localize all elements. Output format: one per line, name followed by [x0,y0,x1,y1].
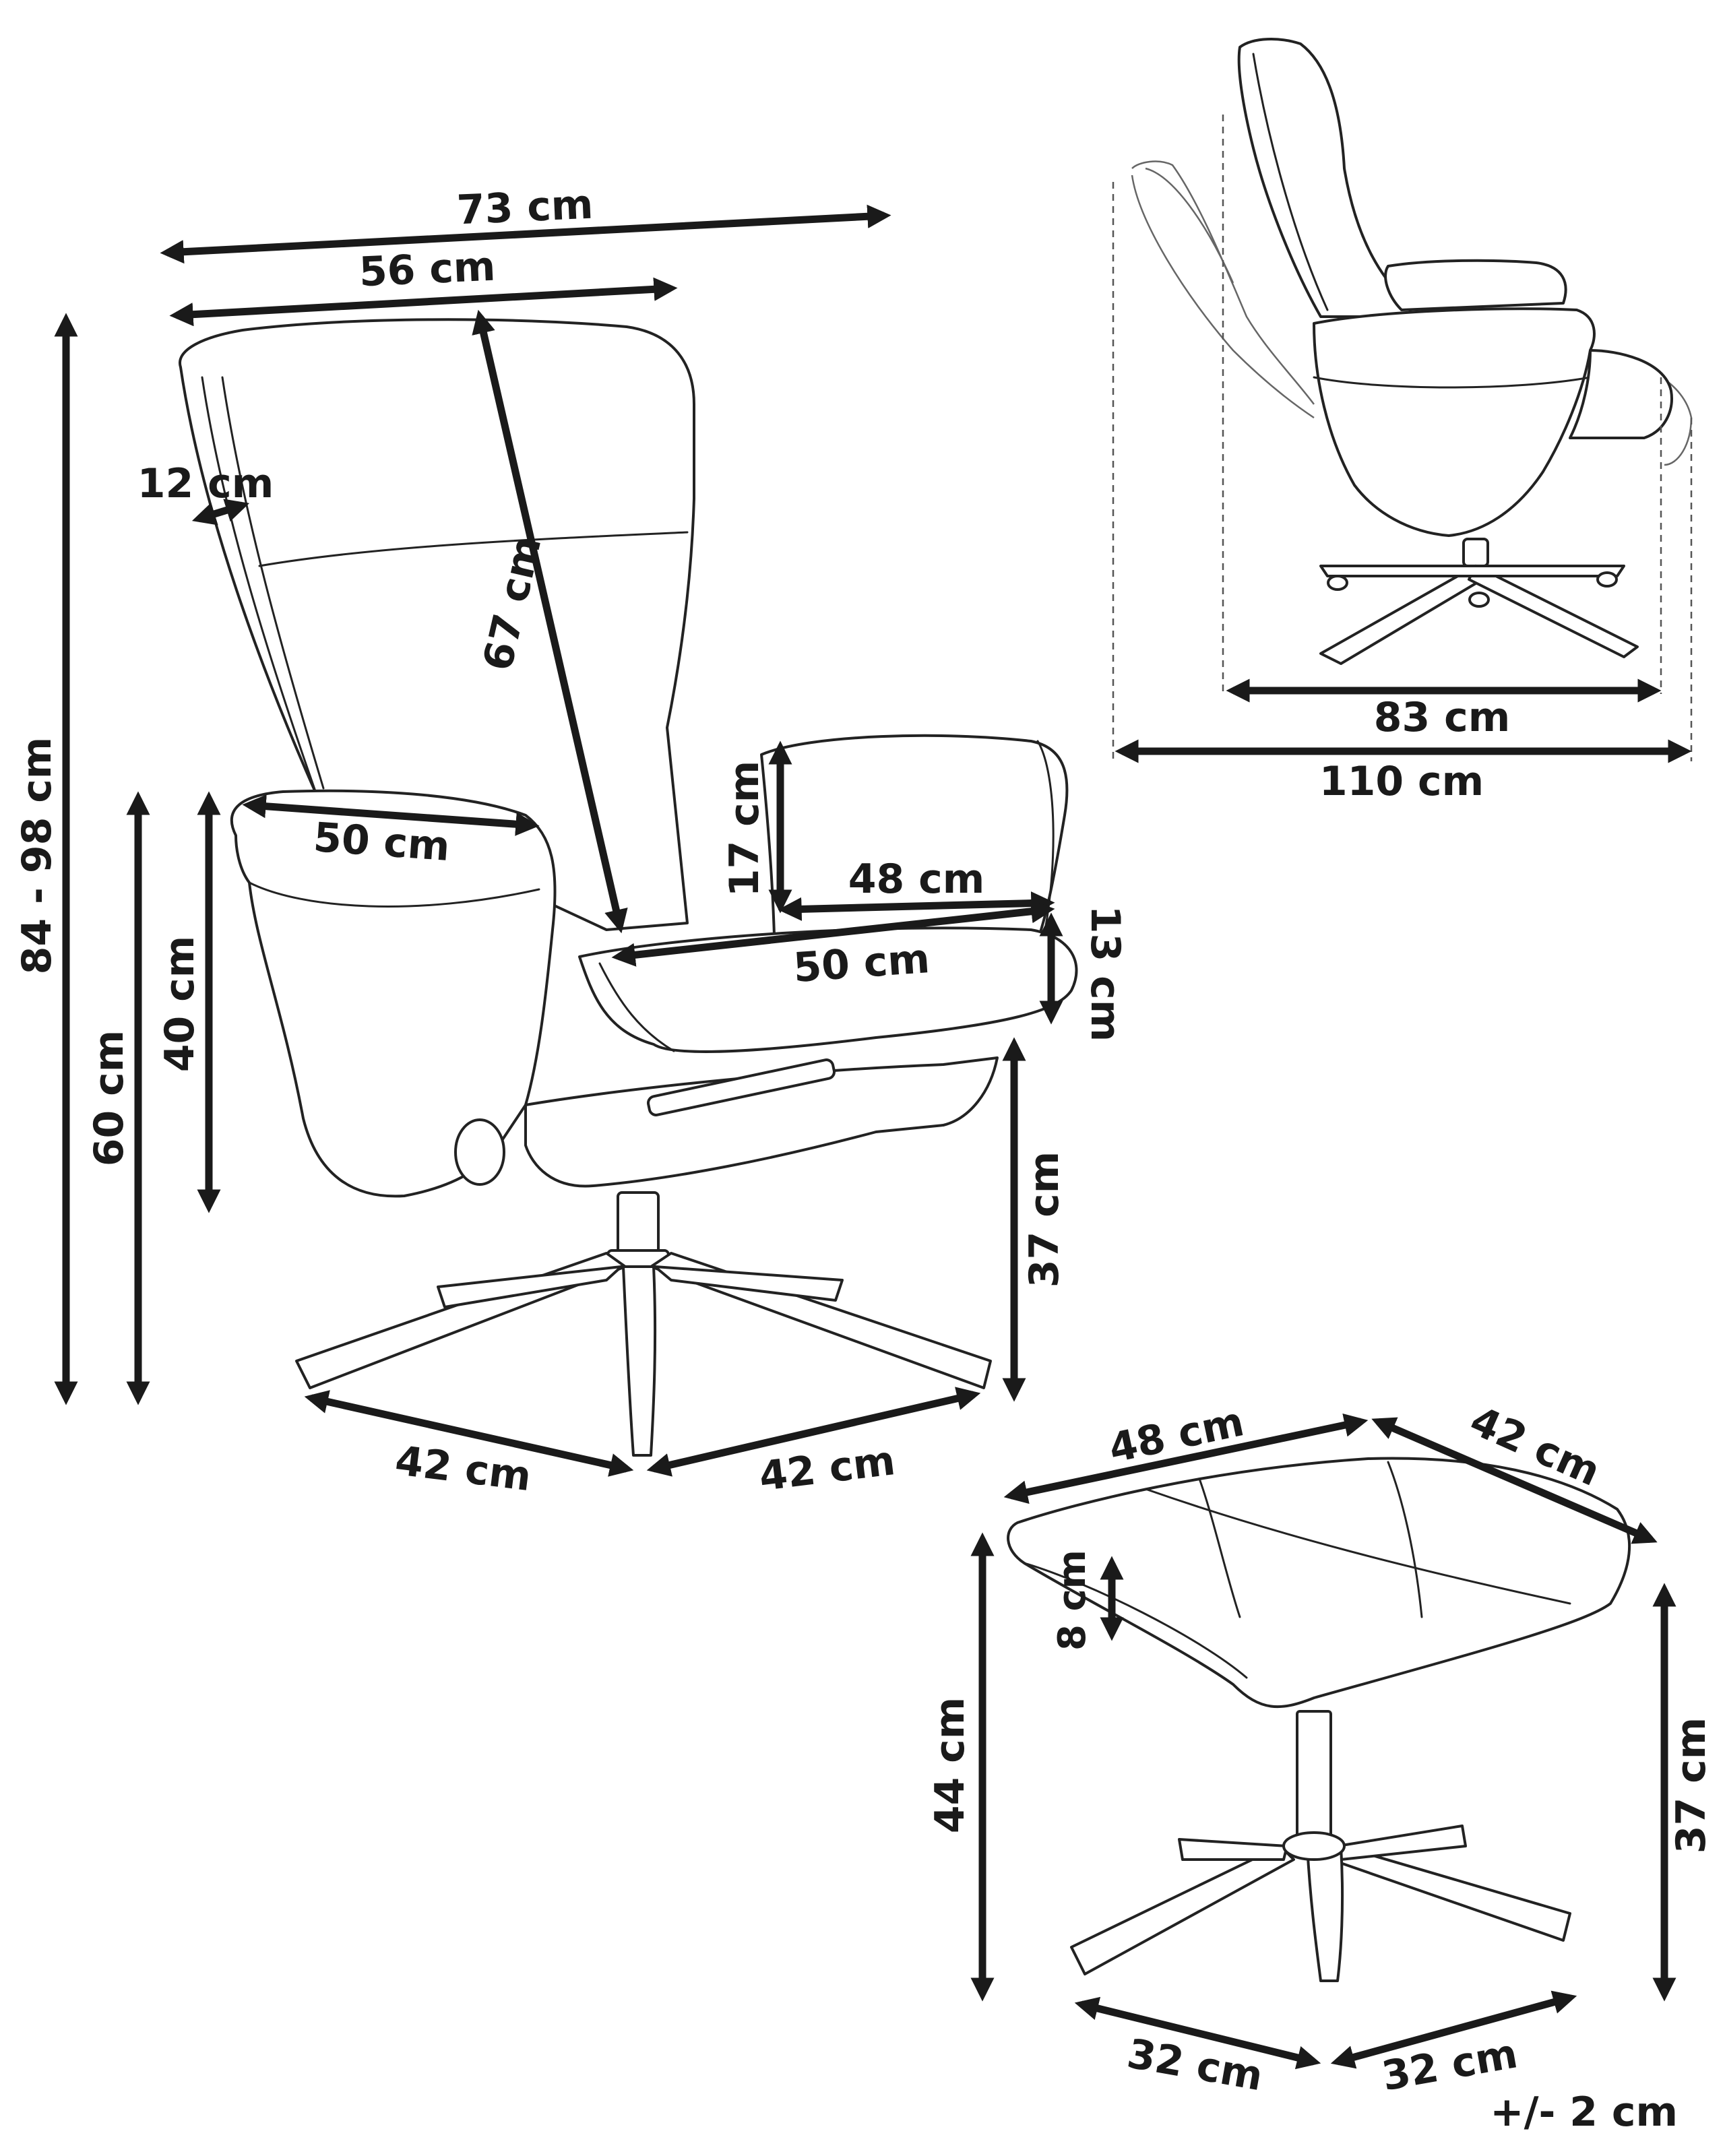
label-depth-upright: 83 cm [1374,694,1510,741]
label-side-height: 40 cm [156,936,203,1072]
backrest-side-edge [201,376,318,796]
label-ottoman-height-back: 37 cm [1668,1717,1715,1853]
reclining-mechanism [524,1056,999,1188]
label-back-thickness: 12 cm [137,460,274,507]
base-leg-back-left [437,1265,623,1308]
arrow-ottoman-base-right [1330,1990,1577,2069]
label-ottoman-height-front: 44 cm [927,1697,974,1833]
side-view-drawing [1112,38,1693,761]
ottoman-column [1296,1710,1332,1847]
arrow-ottoman-width [1003,1413,1369,1504]
arrow-back-thickness [191,499,250,526]
arrow-base-left [304,1390,634,1477]
ottoman-drawing [1007,1457,1631,1982]
arrow-ottoman-base-left [1074,1996,1321,2070]
label-depth-reclined: 110 cm [1319,758,1484,805]
arrow-armrest-length [242,794,540,836]
arrow-back-height [472,309,628,934]
label-seat-floor-height: 37 cm [1021,1151,1068,1288]
arrow-seat-depth [611,899,1055,967]
label-seat-width: 48 cm [848,856,984,903]
label-armrest-height: 60 cm [86,1030,133,1166]
chair-dimensions: 73 cm 56 cm 12 cm 67 cm 84 - 98 cm 60 cm… [13,181,1129,1501]
side-armrest [1384,259,1567,311]
label-base-right: 42 cm [757,1437,898,1500]
label-armrest-length: 50 cm [312,814,451,870]
label-seat-depth: 50 cm [792,935,931,992]
label-total-height: 84 - 98 cm [13,737,61,975]
label-back-width: 56 cm [358,243,496,296]
label-seat-thickness: 13 cm [1081,906,1129,1042]
arrow-ottoman-depth [1371,1417,1658,1544]
label-arm-above-seat: 17 cm [721,761,768,897]
arrow-back-width [169,277,678,327]
arrow-total-width [160,204,891,264]
side-seat-body [1313,307,1596,537]
ottoman-dimensions: 48 cm 42 cm 8 cm 44 cm 37 cm 32 cm 32 cm [927,1397,1715,2101]
side-ottoman [1569,349,1673,439]
base-leg-back-right [654,1265,844,1302]
side-view-dimensions: 83 cm 110 cm [1115,678,1692,805]
recline-knob [454,1118,505,1186]
arrow-base-right [646,1387,981,1477]
base-leg-front [622,1265,657,1457]
tolerance-note: +/- 2 cm [1490,2089,1678,2136]
ottoman-cushion [1007,1457,1631,1709]
ottoman-leg-front [1306,1845,1344,1982]
label-total-width: 73 cm [456,181,594,234]
label-ottoman-cushion: 8 cm [1050,1550,1094,1651]
label-ottoman-base-left: 32 cm [1124,2030,1267,2100]
